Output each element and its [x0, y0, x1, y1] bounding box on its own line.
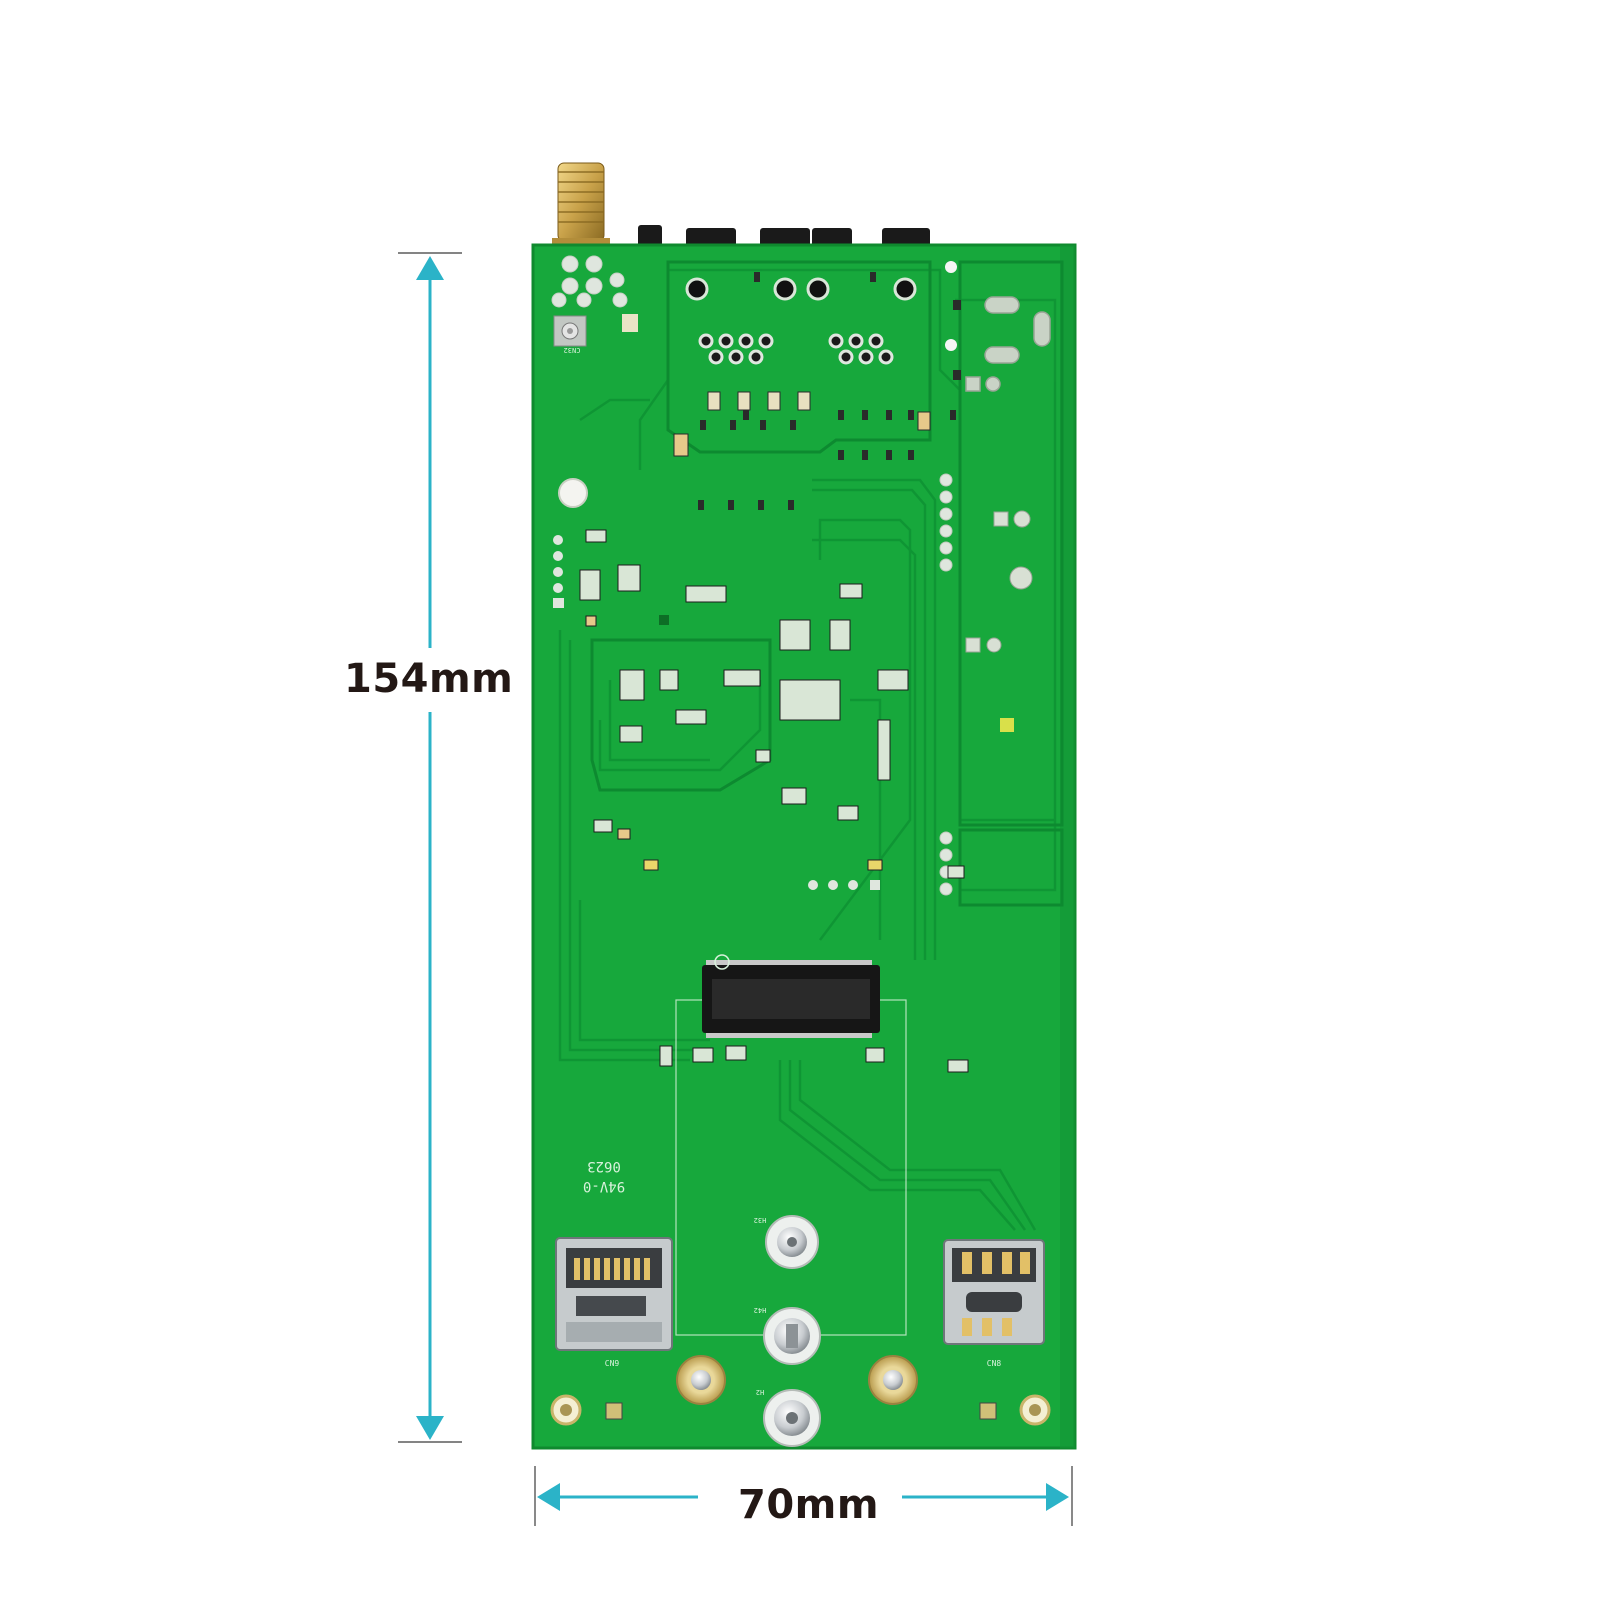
- svg-text:0623: 0623: [587, 1158, 621, 1174]
- height-dimension: [398, 252, 462, 1443]
- standoff-label: H2: [756, 1388, 764, 1396]
- regulator-pads: [965, 510, 1033, 653]
- led-holes: [685, 277, 917, 301]
- microsd-label: CN9: [605, 1359, 620, 1368]
- m2-socket: [702, 954, 880, 1038]
- svg-text:94V-0: 94V-0: [583, 1178, 625, 1194]
- smd-components: [579, 272, 969, 1073]
- standoff-label: H32: [754, 1216, 767, 1224]
- width-dimension: [534, 1466, 1073, 1526]
- silkscreen-ul-mark: 94V-0 0623: [583, 1158, 625, 1194]
- gold-mounting-pads: [676, 1355, 918, 1405]
- power-jack-pads: [965, 296, 1051, 392]
- pcb-traces: [558, 268, 1057, 1231]
- microsd-slot: [555, 1237, 673, 1351]
- sma-antenna-connector: [552, 162, 610, 250]
- standoff-label: H42: [754, 1306, 767, 1314]
- sim-card-slot: [943, 1239, 1045, 1345]
- height-dimension-label: 154mm: [344, 656, 514, 702]
- m2-standoffs: [763, 1215, 821, 1447]
- ipex-connector: [553, 315, 587, 347]
- header-holes: [698, 333, 894, 365]
- ipex-label: CN32: [564, 346, 581, 354]
- shield-outlines: [590, 260, 1064, 907]
- width-dimension-label: 70mm: [738, 1482, 880, 1528]
- sim-label: CN8: [987, 1359, 1002, 1368]
- mounting-holes: [550, 1394, 1051, 1426]
- antenna-footprint: [551, 255, 628, 308]
